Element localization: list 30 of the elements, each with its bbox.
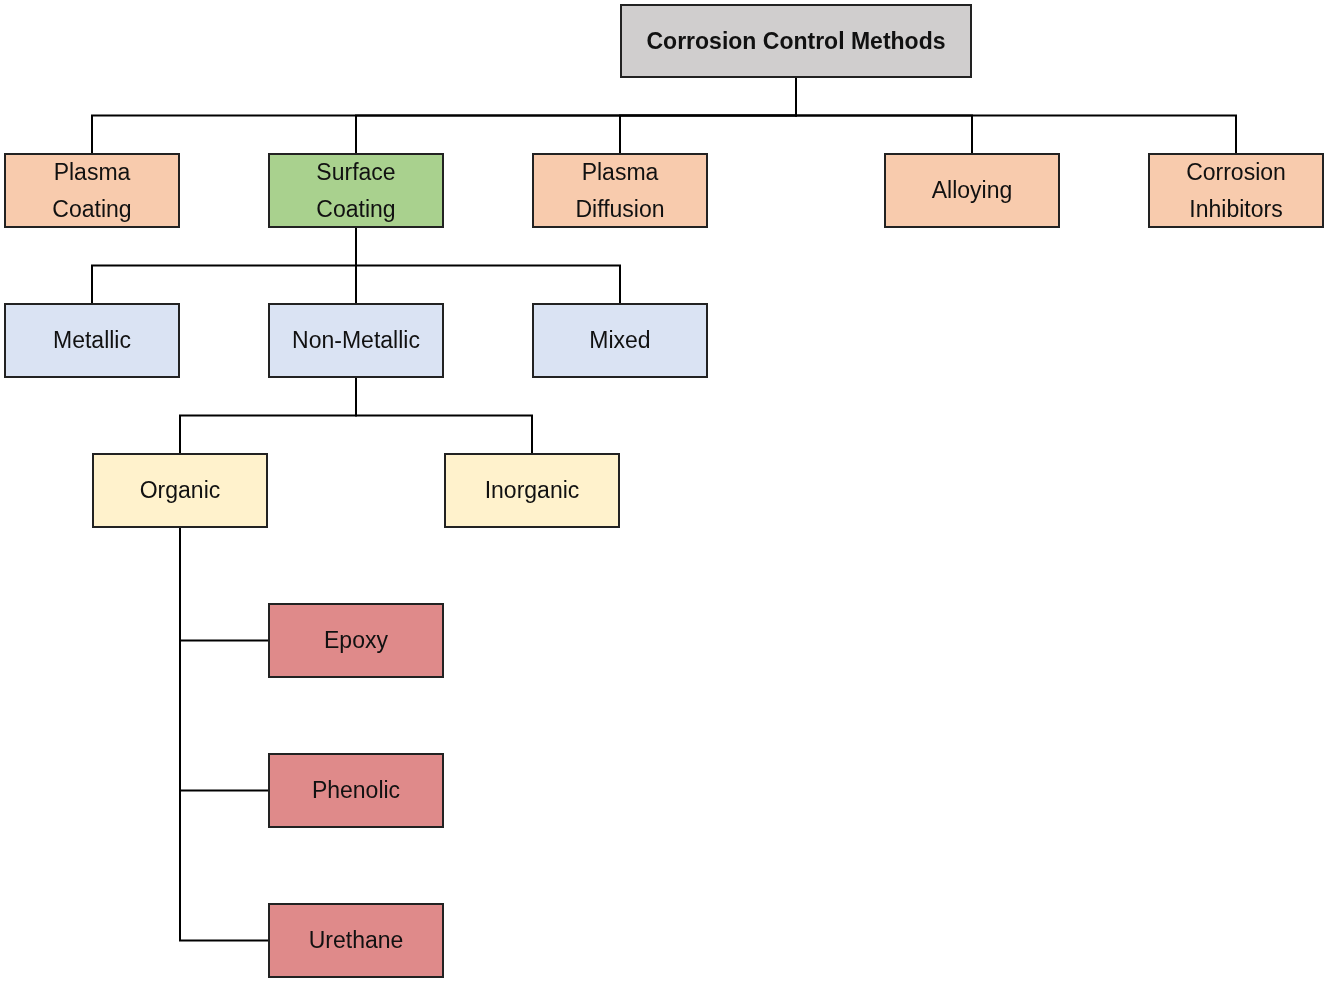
category-box [884,153,1060,228]
category-box [620,4,972,78]
category-box [532,153,708,228]
category-box [4,303,180,378]
category-label: Plasma Diffusion [574,157,666,224]
category-label: Inorganic [483,476,581,506]
category-label: Plasma Coating [51,157,133,224]
category-box [268,753,444,828]
category-label: Non-Metallic [291,326,421,356]
category-box [268,603,444,678]
category-label: Corrosion Inhibitors [1185,157,1287,224]
category-box [1148,153,1324,228]
category-label: Alloying [930,176,1014,206]
category-label: Mixed [588,326,652,356]
category-box [92,453,268,528]
category-box [268,153,444,228]
category-label: Organic [138,476,222,506]
category-label: Urethane [307,926,405,956]
category-label: Phenolic [310,776,402,806]
category-label: Metallic [52,326,132,356]
category-box [268,903,444,978]
category-box [532,303,708,378]
connector-line [355,377,533,454]
category-box [268,303,444,378]
category-box [444,453,620,528]
connector-line [355,227,621,304]
category-label: Corrosion Control Methods [645,26,947,56]
category-label: Epoxy [323,626,389,656]
category-box [4,153,180,228]
category-label: Surface Coating [315,157,397,224]
